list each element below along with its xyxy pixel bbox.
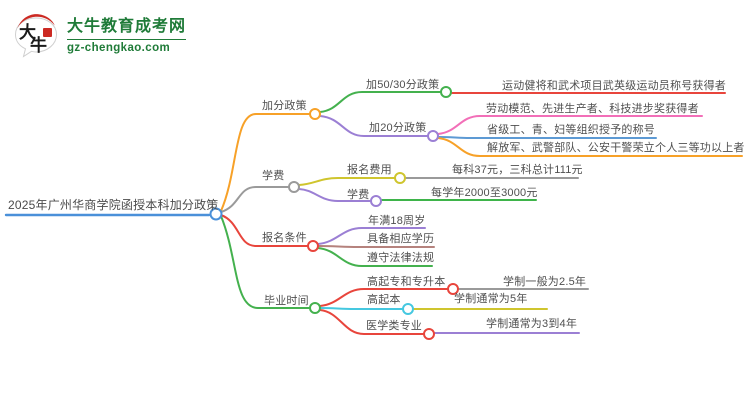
leaf-model-worker-label: 劳动模范、先进生产者、科技进步奖获得者: [486, 103, 699, 115]
logo-bull-icon: 大 牛: [14, 14, 58, 58]
leaf-obey-law-label: 遵守法律法规: [367, 252, 435, 264]
edge-requirements: [220, 214, 308, 247]
edge-medical-major: [319, 309, 424, 335]
node-circle-graduation-time: [309, 302, 321, 314]
node-circle-registration-fee: [394, 172, 406, 184]
leaf-military-merit-label: 解放军、武警部队、公安干警荣立个人三等功以上者: [487, 142, 745, 154]
node-circle-root: [209, 207, 223, 221]
edge-bonus-policy: [220, 113, 310, 212]
site-logo: 大 牛 大牛教育成考网 gz-chengkao.com: [10, 11, 187, 61]
leaf-provincial-title-label: 省级工、青、妇等组织授予的称号: [487, 124, 655, 136]
node-circle-bonus-20: [427, 130, 439, 142]
branch-requirements-label: 报名条件: [262, 232, 307, 244]
branch-graduation-time-label: 毕业时间: [264, 295, 309, 307]
edge-gaoqizhuan: [319, 288, 448, 307]
edge-leaf-military-merit: [437, 137, 743, 157]
leaf-fee-per-subject-label: 每科37元，三科总计111元: [452, 164, 583, 176]
edge-tuition-fee: [298, 188, 371, 202]
node-circle-tuition: [288, 181, 300, 193]
leaf-2-5-years-label: 学制一般为2.5年: [503, 276, 587, 288]
logo-seal: [43, 28, 52, 37]
logo-domain: gz-chengkao.com: [67, 39, 187, 55]
node-circle-gaoqiben: [402, 303, 414, 315]
edge-leaf-model-worker: [437, 115, 703, 135]
branch-bonus-policy-label: 加分政策: [262, 100, 307, 112]
logo-char-bottom: 牛: [30, 35, 47, 56]
leaf-athlete-title-label: 运动健将和武术项目武英级运动员称号获得者: [502, 80, 726, 92]
edge-tuition: [220, 186, 289, 213]
logo-red-arc: [17, 14, 55, 28]
node-circle-medical-major: [423, 328, 435, 340]
edge-graduation-time: [220, 215, 310, 309]
node-circle-requirements: [307, 240, 319, 252]
edge-registration-fee: [298, 177, 395, 186]
edge-gaoqiben: [320, 307, 403, 310]
node-gaoqiben-label: 高起本: [367, 294, 401, 306]
leaf-3-4-years-label: 学制通常为3到4年: [486, 318, 578, 330]
edge-leaf-provincial-title: [438, 136, 657, 139]
leaf-age-18-label: 年满18周岁: [368, 215, 426, 227]
edge-bonus-20: [319, 115, 428, 137]
logo-text-block: 大牛教育成考网 gz-chengkao.com: [67, 17, 187, 55]
node-gaoqizhuan-label: 高起专和专升本: [367, 276, 446, 288]
leaf-education-level-label: 具备相应学历: [367, 233, 435, 245]
edge-leaf-age-18: [317, 227, 426, 245]
branch-tuition-label: 学费: [262, 170, 285, 182]
edge-leaf-obey-law: [317, 247, 433, 267]
node-medical-major-label: 医学类专业: [366, 320, 422, 332]
node-bonus-20-label: 加20分政策: [369, 122, 427, 134]
node-circle-bonus-policy: [309, 108, 321, 120]
node-circle-bonus-50-30: [440, 86, 452, 98]
node-registration-fee-label: 报名费用: [347, 164, 392, 176]
logo-title: 大牛教育成考网: [67, 18, 187, 35]
edge-leaf-education-level: [318, 245, 435, 248]
node-circle-gaoqizhuan: [447, 283, 459, 295]
leaf-5-years-label: 学制通常为5年: [454, 293, 528, 305]
edge-bonus-50-30: [319, 91, 441, 113]
node-circle-tuition-fee: [370, 195, 382, 207]
node-tuition-fee-label: 学费: [347, 189, 370, 201]
root-node-label: 2025年广州华商学院函授本科加分政策: [8, 198, 219, 212]
logo-bubble-shape: [14, 17, 58, 58]
node-bonus-50-30-label: 加50/30分政策: [366, 79, 440, 91]
leaf-yearly-tuition-label: 每学年2000至3000元: [431, 187, 538, 199]
logo-char-top: 大: [19, 22, 36, 43]
